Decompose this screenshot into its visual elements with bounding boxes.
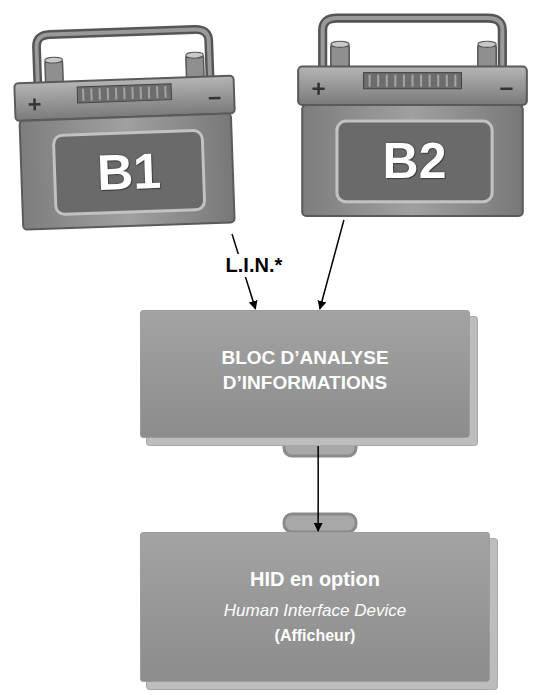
box-handle [284,438,356,456]
vent-rib [82,89,84,101]
vent-rib [446,75,448,87]
vent-rib [131,87,133,99]
process-box: HID en optionHuman Interface Device (Affi… [140,532,490,682]
battery-terminal [186,52,204,59]
label-panel: B1 [53,130,205,214]
battery-body [20,113,235,229]
battery-label-panel [337,121,492,202]
vent-rib [369,75,371,87]
battery-vents [77,84,171,103]
battery-terminal [331,44,349,68]
vent-rib [140,87,142,99]
vent-rib [123,87,125,99]
vent-rib [148,87,150,99]
battery-node: B1 [4,18,246,234]
vent-rib [164,86,166,98]
vent-rib [386,75,388,87]
minus-symbol [209,97,221,100]
battery-body [302,105,523,216]
plus-symbol [29,98,41,110]
vent-rib [90,89,92,101]
battery-lid [298,67,527,105]
battery-terminal [45,57,63,64]
vent-rib [394,75,396,87]
vent-rib [99,88,101,100]
battery-name: B2 [383,129,447,194]
box-text: (Afficheur) [275,626,356,647]
vent-rib [411,75,413,87]
vent-rib [454,75,456,87]
connector-label: L.I.N.* [224,254,285,277]
battery-vents [364,73,462,89]
vent-rib [403,75,405,87]
arrow-connector [320,220,344,309]
battery-node: B2 [290,8,535,220]
box-text: Human Interface Device [224,600,406,622]
vent-rib [420,75,422,87]
battery-illustration [4,18,246,234]
vent-rib [377,75,379,87]
battery-terminal [478,41,496,47]
battery-terminal [331,41,349,47]
plus-symbol [312,83,324,95]
box-text: HID en option [250,566,380,592]
vent-rib [429,75,431,87]
box-text: BLOC D’ANALYSE D’INFORMATIONS [155,346,455,395]
process-box: BLOC D’ANALYSE D’INFORMATIONS [140,310,470,438]
vent-rib [437,75,439,87]
label-panel: B2 [337,121,492,202]
box-handle [284,514,356,532]
battery-name: B1 [96,139,162,206]
vent-rib [107,88,109,100]
battery-label-panel [53,130,205,214]
arrow-connector [317,438,319,531]
minus-symbol [500,87,512,90]
vent-rib [156,86,158,98]
battery-terminal [478,44,496,68]
vent-rib [115,88,117,100]
